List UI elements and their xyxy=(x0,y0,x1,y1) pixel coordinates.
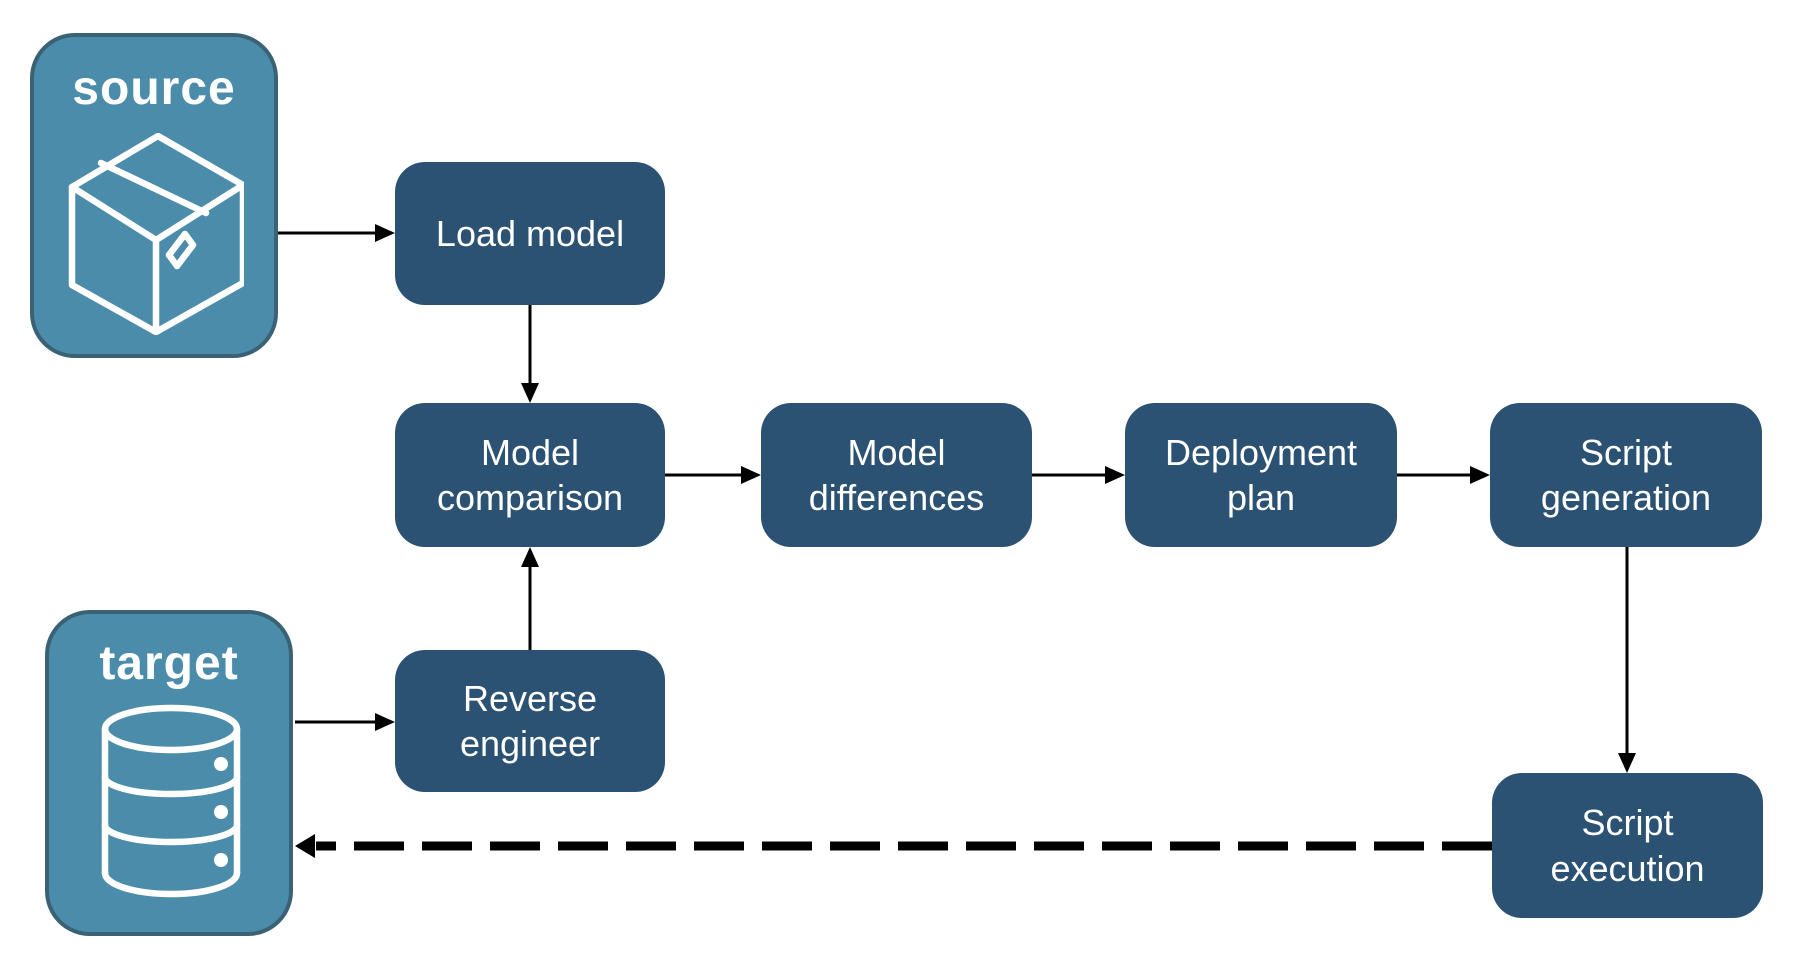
edge-script-execution-to-target-dashed xyxy=(295,834,1492,858)
endpoint-source: source xyxy=(30,33,278,358)
node-label: Script generation xyxy=(1540,431,1712,518)
node-reverse-engineer: Reverse engineer xyxy=(395,650,665,792)
endpoint-target: target xyxy=(45,610,293,936)
node-deployment-plan: Deployment plan xyxy=(1125,403,1397,547)
node-label: Script execution xyxy=(1550,802,1705,889)
node-script-execution: Script execution xyxy=(1492,773,1763,918)
node-label: Model comparison xyxy=(436,431,624,518)
endpoint-target-label: target xyxy=(99,637,239,690)
node-label: Model differences xyxy=(808,431,985,518)
node-label: Deployment plan xyxy=(1164,431,1358,518)
database-icon xyxy=(101,704,241,898)
package-icon xyxy=(68,133,244,335)
node-load-model: Load model xyxy=(395,162,665,305)
node-label: Reverse engineer xyxy=(459,677,601,764)
endpoint-source-label: source xyxy=(72,62,236,115)
node-model-differences: Model differences xyxy=(761,403,1032,547)
node-model-comparison: Model comparison xyxy=(395,403,665,547)
node-label: Load model xyxy=(435,212,625,254)
node-script-generation: Script generation xyxy=(1490,403,1762,547)
